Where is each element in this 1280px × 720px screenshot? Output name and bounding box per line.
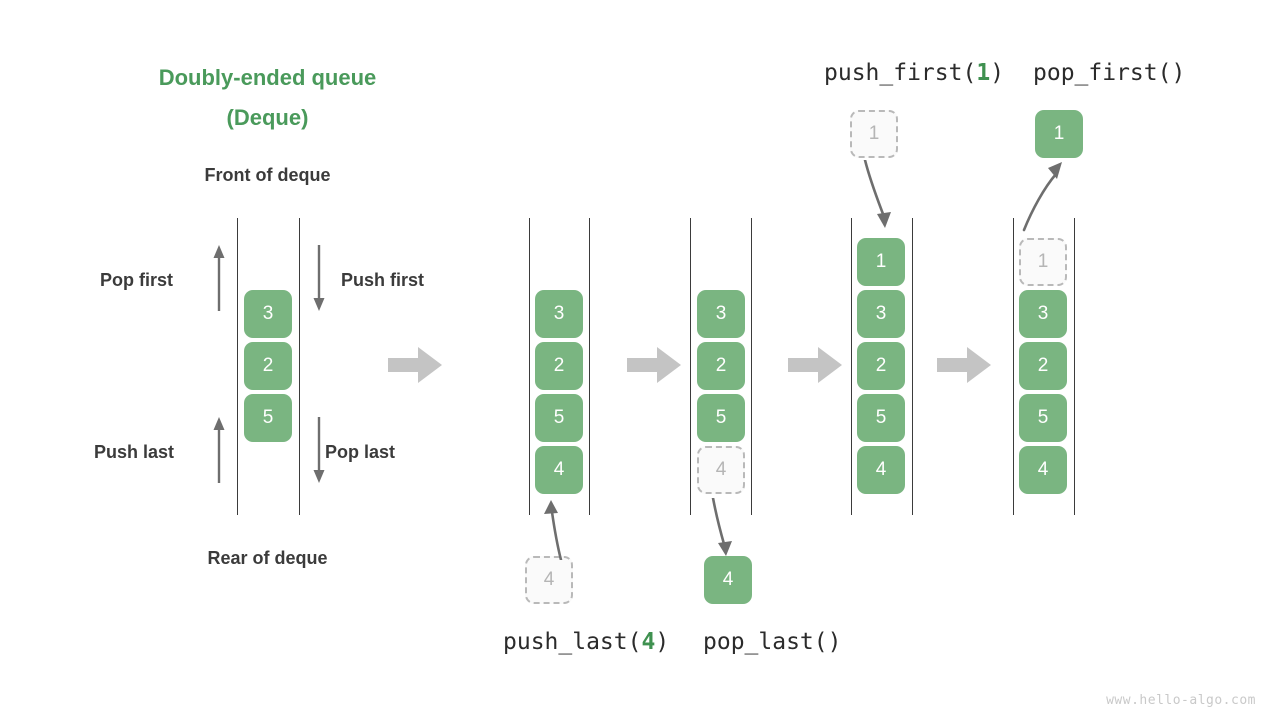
push-first-caption-arg: 1: [976, 60, 991, 86]
deque-cell: 3: [1019, 290, 1067, 338]
deque-cell: 5: [857, 394, 905, 442]
deque-cell: 4: [857, 446, 905, 494]
deque-cell: 2: [244, 342, 292, 390]
pop-first-arrow-icon: [213, 245, 225, 311]
push-last-arrow-icon: [213, 417, 225, 483]
step-arrow-icon: [627, 347, 681, 383]
deque-cell: 3: [244, 290, 292, 338]
deque-rail-left: [1013, 218, 1014, 515]
removed-ghost-cell: 4: [697, 446, 745, 494]
push-last-caption-close: ): [655, 629, 670, 655]
push-last-caption-arg: 4: [641, 629, 656, 655]
deque-cell: 2: [535, 342, 583, 390]
watermark: www.hello-algo.com: [1106, 693, 1256, 708]
deque-cell: 5: [244, 394, 292, 442]
diagram-title: Doubly-ended queue (Deque): [0, 58, 535, 138]
deque-cell: 4: [535, 446, 583, 494]
front-of-deque-label: Front of deque: [204, 165, 331, 185]
deque-rail-left: [851, 218, 852, 515]
deque-rail-right: [299, 218, 300, 515]
deque-rail-left: [237, 218, 238, 515]
deque-cell: 5: [697, 394, 745, 442]
push-first-arrow-icon: [313, 245, 325, 311]
pop-first-label: Pop first: [100, 270, 174, 290]
deque-cell: 1: [857, 238, 905, 286]
incoming-ghost-cell: 4: [525, 556, 573, 604]
incoming-ghost-cell: 1: [850, 110, 898, 158]
deque-rail-right: [1074, 218, 1075, 515]
push-first-caption-name: push_first(: [824, 60, 977, 86]
deque-cell: 3: [535, 290, 583, 338]
deque-cell: 4: [1019, 446, 1067, 494]
step-arrow-icon: [937, 347, 991, 383]
pop-last-motion-arrow-icon: [711, 498, 732, 556]
popped-cell: 4: [704, 556, 752, 604]
rear-of-deque-label: Rear of deque: [207, 548, 328, 568]
deque-rail-left: [690, 218, 691, 515]
pop-last-label: Pop last: [325, 442, 396, 462]
deque-cell: 5: [1019, 394, 1067, 442]
push-first-caption: push_first(1): [824, 60, 1004, 86]
title-line-1: Doubly-ended queue: [158, 65, 377, 90]
popped-cell: 1: [1035, 110, 1083, 158]
deque-cell: 5: [535, 394, 583, 442]
push-last-motion-arrow-icon: [544, 500, 563, 560]
step-arrow-icon: [788, 347, 842, 383]
pop-last-arrow-icon: [313, 417, 325, 483]
removed-ghost-cell: 1: [1019, 238, 1067, 286]
deque-cell: 2: [697, 342, 745, 390]
deque-cell: 2: [1019, 342, 1067, 390]
push-last-caption: push_last(4): [503, 629, 669, 655]
pop-last-caption: pop_last(): [703, 629, 842, 655]
deque-rail-right: [912, 218, 913, 515]
deque-rail-left: [529, 218, 530, 515]
deque-rail-right: [751, 218, 752, 515]
deque-rail-right: [589, 218, 590, 515]
title-line-2: (Deque): [226, 105, 309, 130]
push-first-caption-close: ): [990, 60, 1005, 86]
push-last-caption-name: push_last(: [503, 629, 642, 655]
pop-first-motion-arrow-icon: [1022, 162, 1062, 232]
push-first-motion-arrow-icon: [863, 160, 891, 228]
push-first-label: Push first: [341, 270, 425, 290]
deque-cell: 2: [857, 342, 905, 390]
pop-first-caption: pop_first(): [1033, 60, 1186, 86]
push-last-label: Push last: [94, 442, 175, 462]
step-arrow-icon: [388, 347, 442, 383]
deque-cell: 3: [697, 290, 745, 338]
deque-cell: 3: [857, 290, 905, 338]
